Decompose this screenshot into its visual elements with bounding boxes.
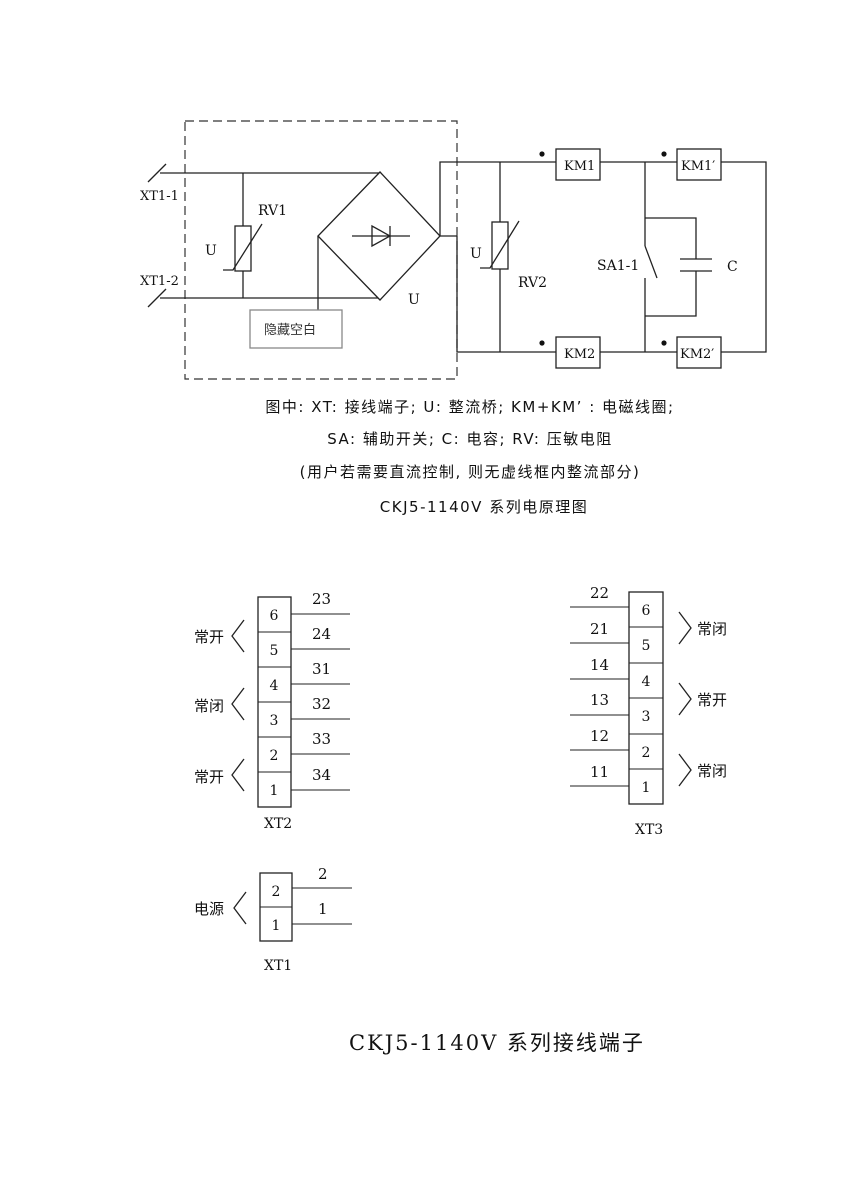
xt3-group-nc-2: 常闭 xyxy=(697,762,727,780)
xt3-group-no: 常开 xyxy=(697,691,727,709)
cap-wire-bottom xyxy=(645,271,697,317)
xt3-wire-13: 13 xyxy=(590,691,609,709)
terminal-label-xt1-2: XT1-2 xyxy=(140,274,179,289)
xt2-cell-3: 3 xyxy=(270,713,279,729)
rv2-label: RV2 xyxy=(518,275,547,291)
xt3-cell-2: 2 xyxy=(642,745,651,761)
xt3-cell-3: 3 xyxy=(642,709,651,725)
xt2-group-bracket-icon xyxy=(231,758,245,792)
xt3-wire-14: 14 xyxy=(590,656,609,674)
xt2-group-no-1: 常开 xyxy=(194,628,224,646)
xt2-group-bracket-icon xyxy=(231,687,245,721)
xt1-wire-2: 2 xyxy=(318,865,328,883)
cap-wire-top xyxy=(645,217,697,259)
caption-line-4: CKJ5-1140V 系列电原理图 xyxy=(380,498,588,516)
xt1-wire-1: 1 xyxy=(318,900,328,918)
hidden-blank-label: 隐藏空白 xyxy=(264,322,316,338)
xt3-wire-22: 22 xyxy=(590,584,609,602)
xt2-name: XT2 xyxy=(264,816,292,832)
xt3-group-bracket-icon xyxy=(678,611,692,645)
xt3-terminal-block: 6 5 4 3 2 1 22 21 14 13 12 11 常闭 常开 常闭 X… xyxy=(570,584,727,838)
xt1-group-bracket-icon xyxy=(233,891,247,925)
rv2-u-label: U xyxy=(470,246,482,262)
xt3-group-nc-1: 常闭 xyxy=(697,620,727,638)
xt2-cell-6: 6 xyxy=(270,608,279,624)
km1-prime-polarity-dot xyxy=(661,151,667,157)
terminal-label-xt1-1: XT1-1 xyxy=(140,189,179,204)
caption-line-2: SA: 辅助开关; C: 电容; RV: 压敏电阻 xyxy=(327,430,613,448)
xt2-wire-24: 24 xyxy=(312,625,331,643)
km2-prime-polarity-dot xyxy=(661,340,667,346)
xt3-cell-4: 4 xyxy=(642,674,651,690)
xt3-cell-5: 5 xyxy=(642,638,651,654)
xt3-wire-11: 11 xyxy=(590,763,609,781)
xt1-cell-2: 2 xyxy=(272,884,281,900)
xt3-group-bracket-icon xyxy=(678,682,692,716)
xt2-cell-5: 5 xyxy=(270,643,279,659)
xt3-wire-12: 12 xyxy=(590,727,609,745)
rv2-varistor-slash xyxy=(480,220,520,269)
km1-coil xyxy=(555,148,601,181)
xt1-cell-1: 1 xyxy=(272,918,281,934)
km2-prime-coil xyxy=(676,336,722,369)
km1-label: KM1 xyxy=(564,159,595,174)
xt2-group-no-2: 常开 xyxy=(194,768,224,786)
xt2-wire-32: 32 xyxy=(312,695,331,713)
km2-polarity-dot xyxy=(539,340,545,346)
xt2-wire-23: 23 xyxy=(312,590,331,608)
terminal-mark-top xyxy=(147,163,167,183)
xt2-group-nc: 常闭 xyxy=(194,697,224,715)
km2-prime-label: KM2′ xyxy=(680,347,714,362)
xt2-wire-34: 34 xyxy=(312,766,331,784)
xt2-wire-31: 31 xyxy=(312,660,331,678)
rv1-varistor xyxy=(234,225,252,272)
bridge-output-bottom xyxy=(456,236,556,353)
bridge-u-label: U xyxy=(408,292,420,308)
bridge-diode-icon xyxy=(371,224,392,248)
terminal-mark-bottom xyxy=(147,288,167,308)
terminal-section-title: CKJ5-1140V 系列接线端子 xyxy=(349,1031,645,1055)
xt3-cell-1: 1 xyxy=(642,780,651,796)
schematic: XT1-1 XT1-2 RV1 U U 隐藏空白 U RV2 KM1 xyxy=(140,120,767,380)
xt2-cell-1: 1 xyxy=(270,783,279,799)
capacitor-label: C xyxy=(727,259,738,275)
km1-polarity-dot xyxy=(539,151,545,157)
km2-label: KM2 xyxy=(564,347,595,362)
xt2-terminal-block: 6 5 4 3 2 1 23 24 31 32 33 34 常开 常闭 常开 X… xyxy=(194,590,350,832)
xt3-cell-6: 6 xyxy=(642,603,651,619)
bridge-output-top xyxy=(439,161,600,236)
km1-prime-label: KM1′ xyxy=(681,159,715,174)
xt2-wire-33: 33 xyxy=(312,730,331,748)
xt3-name: XT3 xyxy=(635,822,663,838)
rv1-label: RV1 xyxy=(258,203,287,219)
xt2-cell-4: 4 xyxy=(270,678,279,694)
schematic-caption: 图中: XT: 接线端子; U: 整流桥; KM+KM’ : 电磁线圈; SA:… xyxy=(265,398,674,516)
hidden-blank-box xyxy=(249,309,343,349)
rv1-varistor-slash xyxy=(223,223,263,271)
km2-coil xyxy=(555,336,601,369)
caption-line-1: 图中: XT: 接线端子; U: 整流桥; KM+KM’ : 电磁线圈; xyxy=(265,398,674,416)
km1-prime-coil xyxy=(676,148,722,181)
sa1-1-label: SA1-1 xyxy=(597,258,639,274)
rv1-u-label: U xyxy=(205,243,217,259)
xt2-cell-2: 2 xyxy=(270,748,279,764)
caption-line-3: (用户若需要直流控制, 则无虚线框内整流部分) xyxy=(300,463,641,481)
xt3-wire-21: 21 xyxy=(590,620,609,638)
sa1-1-switch xyxy=(644,245,658,279)
xt1-name: XT1 xyxy=(264,958,292,974)
right-return-wire xyxy=(721,161,767,353)
xt2-group-bracket-icon xyxy=(231,619,245,653)
xt1-terminal-block: 2 1 2 1 电源 XT1 xyxy=(194,865,352,974)
xt3-group-bracket-icon xyxy=(678,753,692,787)
xt1-group-power: 电源 xyxy=(194,900,224,918)
